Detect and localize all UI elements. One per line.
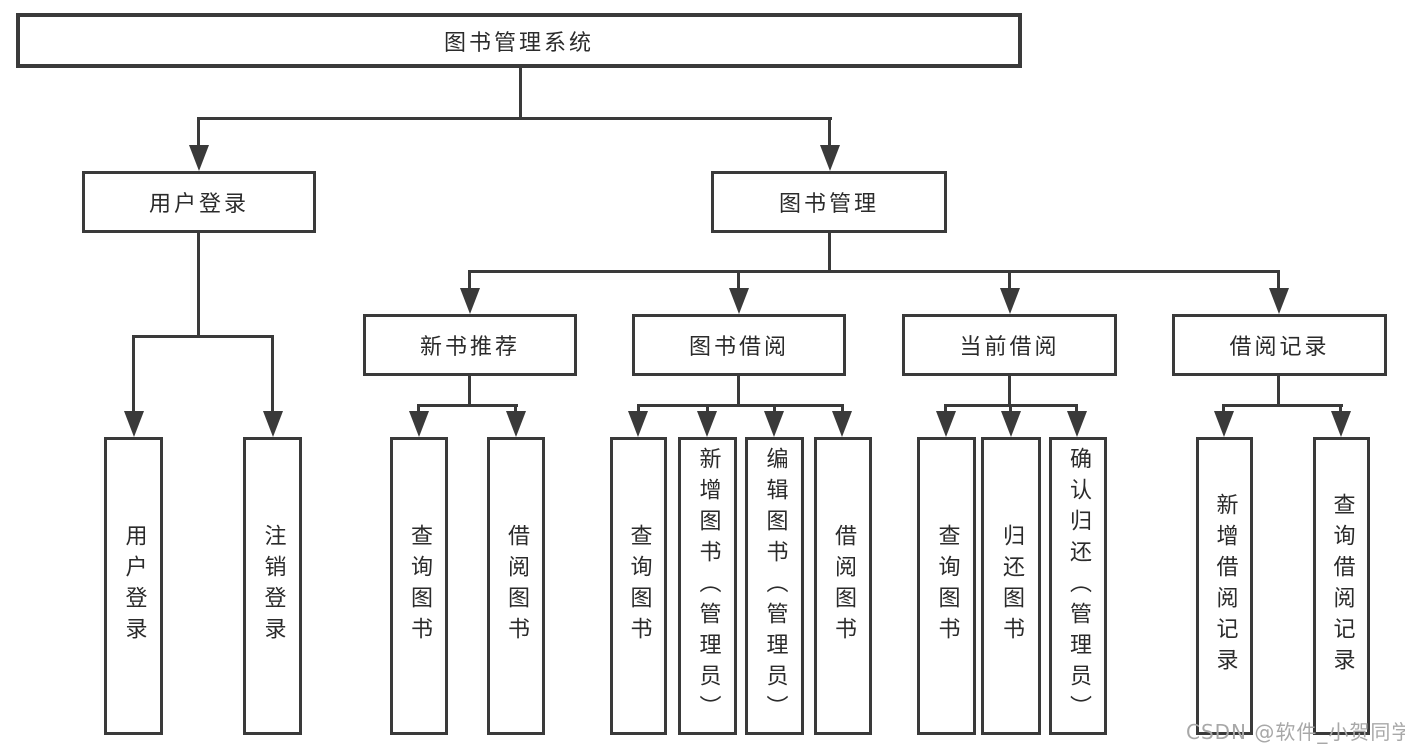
leaf-add-borrow-record-label: 新增借阅记录 bbox=[1212, 493, 1238, 679]
edge-drop bbox=[1222, 404, 1225, 416]
edge-drop bbox=[417, 404, 420, 416]
edge-drop bbox=[1339, 404, 1342, 416]
node-book-borrow: 图书借阅 bbox=[632, 314, 846, 376]
leaf-confirm-return-admin-label: 确认归还（管理员） bbox=[1066, 446, 1091, 726]
leaf-add-books-admin-label: 新增图书（管理员） bbox=[695, 446, 721, 726]
leaf-rec-query-books-label: 查询图书 bbox=[407, 524, 432, 648]
edge-drop bbox=[706, 404, 709, 416]
node-current-borrow: 当前借阅 bbox=[902, 314, 1117, 376]
leaf-borrow-query-books: 查询图书 bbox=[610, 437, 667, 735]
arrow-down-icon bbox=[189, 145, 209, 171]
edge-new-book-rec-bar bbox=[418, 404, 518, 407]
leaf-rec-borrow-books-label: 借阅图书 bbox=[504, 524, 529, 648]
arrow-down-icon bbox=[729, 288, 749, 314]
edge-new-book-rec-stem bbox=[468, 376, 471, 406]
leaf-logout-label: 注销登录 bbox=[260, 524, 286, 648]
node-new-book-rec: 新书推荐 bbox=[363, 314, 577, 376]
arrow-down-icon bbox=[697, 411, 717, 437]
node-borrow-records-label: 借阅记录 bbox=[1229, 335, 1330, 360]
node-new-book-rec-label: 新书推荐 bbox=[419, 335, 520, 360]
edge-drop bbox=[841, 404, 844, 416]
node-borrow-records: 借阅记录 bbox=[1172, 314, 1387, 376]
edge-drop-current-borrow bbox=[1008, 270, 1011, 292]
csdn-watermark: CSDN @软件_小贺同学 bbox=[1186, 720, 1405, 744]
edge-drop-new-book-rec bbox=[468, 270, 471, 292]
arrow-down-icon bbox=[124, 411, 144, 437]
arrow-down-icon bbox=[1331, 411, 1351, 437]
edge-drop bbox=[1075, 404, 1078, 416]
leaf-add-borrow-record: 新增借阅记录 bbox=[1196, 437, 1253, 735]
node-book-mgmt: 图书管理 bbox=[711, 171, 947, 233]
arrow-down-icon bbox=[460, 288, 480, 314]
edge-drop bbox=[773, 404, 776, 416]
edge-borrow-records-bar bbox=[1223, 404, 1343, 407]
edge-root-bar bbox=[197, 117, 832, 120]
leaf-user-login: 用户登录 bbox=[104, 437, 163, 735]
edge-user-login-bar bbox=[132, 335, 274, 338]
leaf-borrow-query-books-label: 查询图书 bbox=[626, 524, 652, 648]
arrow-down-icon bbox=[936, 411, 956, 437]
leaf-logout: 注销登录 bbox=[243, 437, 302, 735]
edge-drop-borrow-records bbox=[1277, 270, 1280, 292]
arrow-down-icon bbox=[1269, 288, 1289, 314]
leaf-edit-books-admin: 编辑图书（管理员） bbox=[745, 437, 804, 735]
edge-drop-user-login bbox=[197, 117, 200, 149]
node-root-label: 图书管理系统 bbox=[443, 30, 594, 56]
arrow-down-icon bbox=[263, 411, 283, 437]
edge-borrow-records-stem bbox=[1277, 376, 1280, 406]
leaf-rec-borrow-books: 借阅图书 bbox=[487, 437, 545, 735]
edge-root-stem bbox=[519, 68, 522, 118]
edge-book-mgmt-bar bbox=[468, 270, 1280, 273]
edge-book-borrow-stem bbox=[737, 376, 740, 406]
node-book-borrow-label: 图书借阅 bbox=[688, 335, 789, 360]
edge-book-borrow-bar bbox=[637, 404, 844, 407]
node-book-mgmt-label: 图书管理 bbox=[778, 192, 879, 217]
leaf-borrow-books: 借阅图书 bbox=[814, 437, 872, 735]
arrow-down-icon bbox=[628, 411, 648, 437]
leaf-borrow-books-label: 借阅图书 bbox=[831, 524, 856, 648]
arrow-down-icon bbox=[820, 145, 840, 171]
edge-drop-leaf-logout bbox=[271, 335, 274, 415]
edge-drop bbox=[514, 404, 517, 416]
edge-current-borrow-stem bbox=[1008, 376, 1011, 406]
leaf-user-login-label: 用户登录 bbox=[121, 524, 147, 648]
node-user-login: 用户登录 bbox=[82, 171, 316, 233]
node-root: 图书管理系统 bbox=[16, 13, 1022, 68]
edge-drop bbox=[637, 404, 640, 416]
arrow-down-icon bbox=[409, 411, 429, 437]
leaf-edit-books-admin-label: 编辑图书（管理员） bbox=[762, 446, 788, 726]
leaf-confirm-return-admin: 确认归还（管理员） bbox=[1049, 437, 1107, 735]
edge-drop bbox=[1009, 404, 1012, 416]
leaf-query-borrow-record-label: 查询借阅记录 bbox=[1329, 493, 1355, 679]
edge-drop-book-borrow bbox=[737, 270, 740, 292]
node-current-borrow-label: 当前借阅 bbox=[959, 335, 1060, 360]
arrow-down-icon bbox=[506, 411, 526, 437]
edge-drop bbox=[944, 404, 947, 416]
leaf-current-query-books: 查询图书 bbox=[917, 437, 976, 735]
arrow-down-icon bbox=[764, 411, 784, 437]
arrow-down-icon bbox=[1214, 411, 1234, 437]
leaf-return-books: 归还图书 bbox=[981, 437, 1041, 735]
edge-drop-book-mgmt bbox=[828, 117, 831, 149]
arrow-down-icon bbox=[832, 411, 852, 437]
node-user-login-label: 用户登录 bbox=[148, 192, 249, 217]
leaf-query-borrow-record: 查询借阅记录 bbox=[1313, 437, 1370, 735]
leaf-rec-query-books: 查询图书 bbox=[390, 437, 448, 735]
edge-drop-leaf-login bbox=[132, 335, 135, 415]
edge-user-login-stem bbox=[197, 233, 200, 336]
arrow-down-icon bbox=[1067, 411, 1087, 437]
leaf-return-books-label: 归还图书 bbox=[999, 524, 1024, 648]
edge-book-mgmt-stem bbox=[828, 233, 831, 273]
arrow-down-icon bbox=[1001, 411, 1021, 437]
arrow-down-icon bbox=[1000, 288, 1020, 314]
leaf-current-query-books-label: 查询图书 bbox=[934, 524, 960, 648]
leaf-add-books-admin: 新增图书（管理员） bbox=[678, 437, 737, 735]
